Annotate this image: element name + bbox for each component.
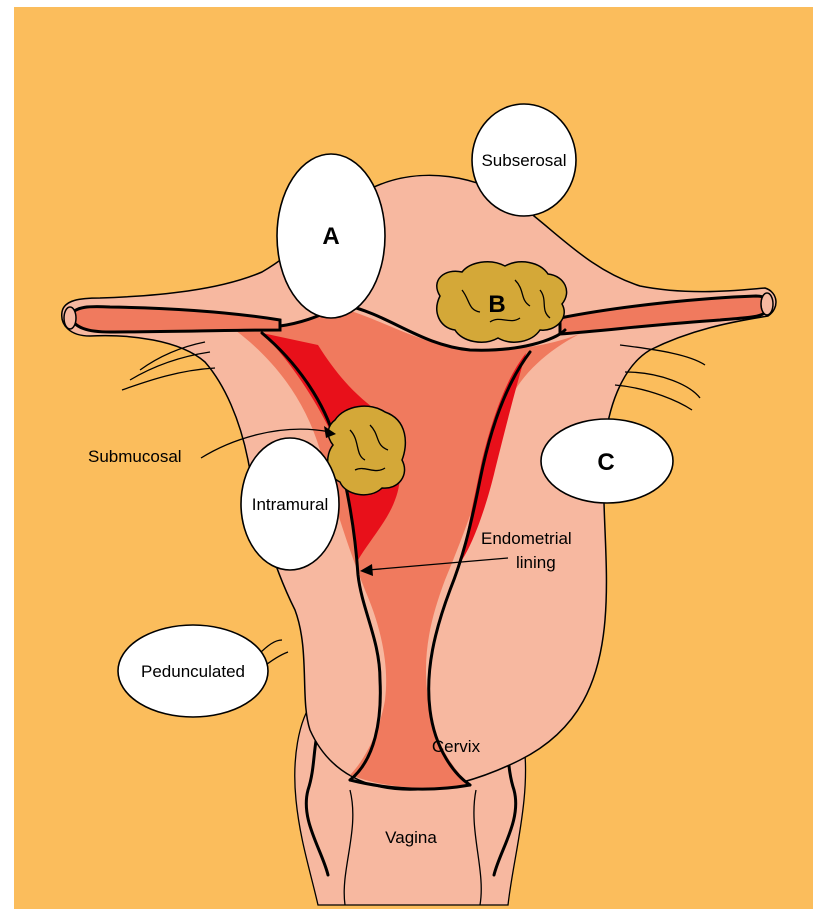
label-intramural: Intramural xyxy=(252,495,329,514)
label-a: A xyxy=(322,223,339,250)
label-pedunculated: Pedunculated xyxy=(141,662,245,681)
label-b: B xyxy=(488,291,505,318)
right-tube-end xyxy=(761,293,773,315)
label-vagina: Vagina xyxy=(385,828,437,847)
label-cervix: Cervix xyxy=(432,737,481,756)
label-submucosal: Submucosal xyxy=(88,447,182,466)
label-endometrial-line2: lining xyxy=(516,553,556,572)
label-c: C xyxy=(597,449,614,476)
label-endometrial-line1: Endometrial xyxy=(481,529,572,548)
label-subserosal: Subserosal xyxy=(481,151,566,170)
left-tube-end xyxy=(64,307,76,329)
fibroid-submucosal xyxy=(328,406,406,495)
